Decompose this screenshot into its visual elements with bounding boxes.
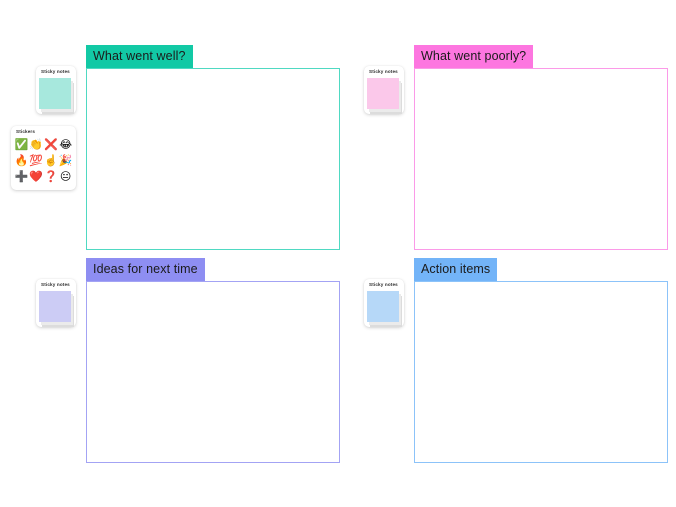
- stickers-grid: ✅ 👏 ❌ 😂 🔥 💯 ☝️ 🎉 ➕ ❤️ ❓ 😐: [11, 135, 76, 185]
- sticky-note-palette-label: Sticky notes: [41, 69, 70, 74]
- quadrant-frame-what-went-poorly[interactable]: [414, 68, 668, 250]
- sticky-note-palette-well[interactable]: Sticky notes: [36, 66, 76, 114]
- quadrant-title-ideas-for-next-time[interactable]: Ideas for next time: [86, 258, 205, 282]
- stickers-palette[interactable]: Stickers ✅ 👏 ❌ 😂 🔥 💯 ☝️ 🎉 ➕ ❤️ ❓ 😐: [11, 126, 76, 190]
- sticky-note-palette-label: Sticky notes: [369, 282, 398, 287]
- quadrant-what-went-well[interactable]: What went well?: [86, 45, 340, 250]
- quadrant-title-what-went-well[interactable]: What went well?: [86, 45, 193, 69]
- pointing-up-sticker[interactable]: ☝️: [44, 153, 58, 167]
- tears-of-joy-sticker[interactable]: 😂: [59, 137, 73, 151]
- hundred-points-sticker[interactable]: 💯: [29, 153, 43, 167]
- quadrant-frame-ideas-for-next-time[interactable]: [86, 281, 340, 463]
- neutral-face-sticker[interactable]: 😐: [59, 169, 72, 183]
- quadrant-ideas-for-next-time[interactable]: Ideas for next time: [86, 258, 340, 463]
- clapping-hands-sticker[interactable]: 👏: [29, 137, 43, 151]
- sticky-note-stack[interactable]: [367, 77, 402, 114]
- sticky-note-top[interactable]: [367, 77, 399, 109]
- sticky-note-palette-actions[interactable]: Sticky notes: [364, 279, 404, 327]
- quadrant-frame-action-items[interactable]: [414, 281, 668, 463]
- sticky-note-palette-label: Sticky notes: [41, 282, 70, 287]
- fire-sticker[interactable]: 🔥: [14, 153, 29, 167]
- sticky-note-top[interactable]: [39, 77, 71, 109]
- red-heart-sticker[interactable]: ❤️: [29, 169, 43, 183]
- cross-mark-sticker[interactable]: ❌: [44, 137, 58, 151]
- sticky-note-stack[interactable]: [39, 77, 74, 114]
- quadrant-title-action-items[interactable]: Action items: [414, 258, 498, 282]
- party-popper-sticker[interactable]: 🎉: [58, 153, 73, 167]
- check-mark-sticker[interactable]: ✅: [14, 137, 29, 151]
- plus-sticker[interactable]: ➕: [14, 169, 29, 183]
- sticky-note-palette-poorly[interactable]: Sticky notes: [364, 66, 404, 114]
- sticky-note-stack[interactable]: [39, 290, 74, 327]
- sticky-note-stack[interactable]: [367, 290, 402, 327]
- quadrant-action-items[interactable]: Action items: [414, 258, 668, 463]
- stickers-palette-label: Stickers: [16, 129, 36, 134]
- quadrant-title-what-went-poorly[interactable]: What went poorly?: [414, 45, 534, 69]
- quadrant-what-went-poorly[interactable]: What went poorly?: [414, 45, 668, 250]
- sticky-note-top[interactable]: [367, 290, 399, 322]
- sticky-note-top[interactable]: [39, 290, 71, 322]
- sticky-note-palette-ideas[interactable]: Sticky notes: [36, 279, 76, 327]
- question-mark-sticker[interactable]: ❓: [44, 169, 58, 183]
- sticky-note-palette-label: Sticky notes: [369, 69, 398, 74]
- quadrant-frame-what-went-well[interactable]: [86, 68, 340, 250]
